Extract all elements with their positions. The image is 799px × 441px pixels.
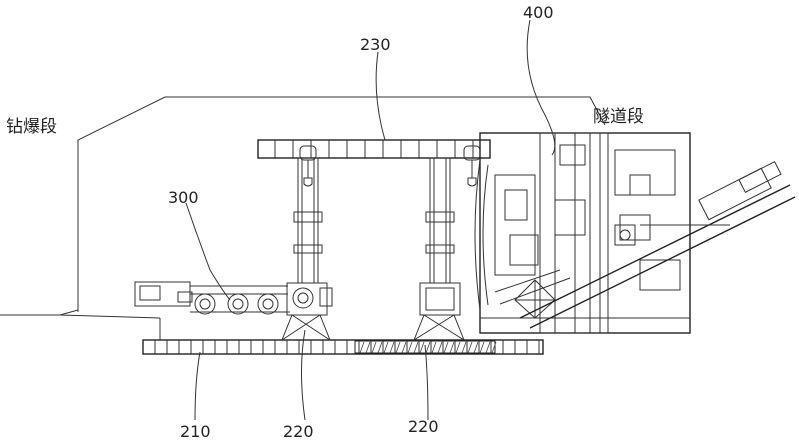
- drill-blast-section-label: 钻爆段: [6, 117, 57, 137]
- label-230: 230: [360, 35, 391, 54]
- label-220-left: 220: [283, 422, 314, 441]
- label-220-right: 220: [408, 417, 439, 436]
- label-300: 300: [168, 188, 199, 207]
- label-400: 400: [523, 3, 554, 22]
- gantry-crane-230: [258, 140, 490, 283]
- leader-lines: [186, 20, 555, 420]
- tunnel-boring-machine-400: [475, 133, 795, 333]
- transport-vehicle-300: [135, 282, 290, 314]
- label-210: 210: [180, 422, 211, 441]
- ground-track-210: [143, 340, 543, 354]
- column-base-220-right: [414, 283, 464, 340]
- tunnel-section-label: 隧道段: [593, 107, 644, 127]
